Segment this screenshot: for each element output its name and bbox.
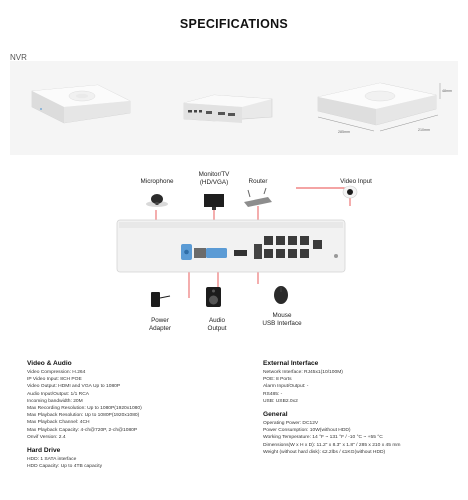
spec-item: Power Consumption: 10W(without HDD) bbox=[263, 428, 351, 434]
spec-item: RS485: - bbox=[263, 391, 283, 397]
spec-item: Network Interface: RJ45x1(10/100M) bbox=[263, 370, 343, 375]
video-audio-heading: Video & Audio bbox=[27, 360, 72, 367]
spec-item: Max Recording Resolution: Up to 1080P(19… bbox=[27, 405, 142, 411]
width-dimension: 285mm bbox=[338, 130, 350, 134]
lan-port bbox=[313, 240, 322, 249]
nvr-side-photo bbox=[183, 94, 273, 123]
spec-item: HDD Capacity: Up to 4TB capacity bbox=[27, 464, 103, 470]
spec-item: Audio Input/Output: 1/1 RCA bbox=[27, 391, 89, 397]
external-interface-heading: External Interface bbox=[263, 360, 319, 367]
video-input-icon bbox=[342, 185, 358, 199]
video-input-label: Video Input bbox=[340, 178, 372, 185]
spec-item: HDD: 1 SATA interface bbox=[27, 456, 77, 462]
spec-item: Dimensions(W x H x D): 11.2" x 8.3" x 1.… bbox=[263, 442, 401, 448]
page-title: SPECIFICATIONS bbox=[179, 17, 289, 31]
video-input-connection-line bbox=[296, 187, 351, 206]
nvr-angled-photo bbox=[31, 84, 131, 124]
vga-port bbox=[206, 248, 227, 258]
connection-diagram bbox=[116, 185, 358, 307]
spec-item: IP Video Input: 8CH POE bbox=[27, 377, 82, 383]
spec-item: POE: 8 Ports bbox=[263, 377, 292, 383]
product-photo-strip: 48mm 285mm 210mm bbox=[10, 61, 458, 155]
microphone-label: Microphone bbox=[140, 178, 174, 185]
hard-drive-heading: Hard Drive bbox=[27, 446, 61, 454]
router-icon bbox=[244, 187, 272, 207]
nvr-dimension-photo: 48mm 285mm 210mm bbox=[317, 82, 452, 134]
spec-item: Onvif Version: 2.4 bbox=[27, 434, 66, 440]
product-label: NVR bbox=[10, 53, 27, 62]
height-dimension: 48mm bbox=[442, 89, 452, 93]
spec-item: Operating Power: DC12V bbox=[263, 420, 319, 426]
poe-ports bbox=[264, 236, 309, 258]
general-heading: General bbox=[263, 410, 288, 418]
spec-item: Alarm Input/Output: - bbox=[263, 384, 309, 390]
spec-item: Video Compression: H.264 bbox=[27, 370, 86, 375]
spec-item: Max Playback Resolution: Up to 1080P(192… bbox=[27, 413, 140, 419]
spec-item: Working Temperature: 14 °F ~ 131 °F / -1… bbox=[263, 435, 383, 441]
spec-item: Weight (without hard disk): ≤2.2lbs / ≤1… bbox=[263, 449, 386, 455]
spec-item: USB: USB2.0x2 bbox=[263, 398, 298, 404]
specs-left-column: Video & Audio Video Compression: H.264 I… bbox=[27, 360, 142, 470]
spec-item: Video Output: HDMI and VGA Up to 1080P bbox=[27, 384, 121, 390]
hdmi-port bbox=[234, 250, 247, 256]
spec-item: Max Playback Capacity: 4-ch@720P, 2-ch@1… bbox=[27, 427, 138, 433]
microphone-icon bbox=[146, 194, 168, 207]
router-label: Router bbox=[248, 178, 268, 185]
mouse-icon bbox=[274, 286, 288, 304]
monitor-icon bbox=[204, 194, 224, 210]
usb-ports bbox=[254, 244, 262, 259]
nvr-back-panel bbox=[116, 219, 346, 273]
spec-item: Incoming bandwidth: 20M bbox=[27, 398, 83, 404]
audio-ports bbox=[194, 248, 206, 258]
specs-right-column: External Interface Network Interface: RJ… bbox=[263, 360, 400, 456]
monitor-label: Monitor/TV(HD/VGA) bbox=[198, 171, 230, 186]
power-adapter-icon bbox=[151, 292, 171, 307]
speaker-icon bbox=[206, 287, 221, 307]
spec-item: Max Playback Channel: 4CH bbox=[27, 420, 90, 426]
depth-dimension: 210mm bbox=[418, 128, 430, 132]
